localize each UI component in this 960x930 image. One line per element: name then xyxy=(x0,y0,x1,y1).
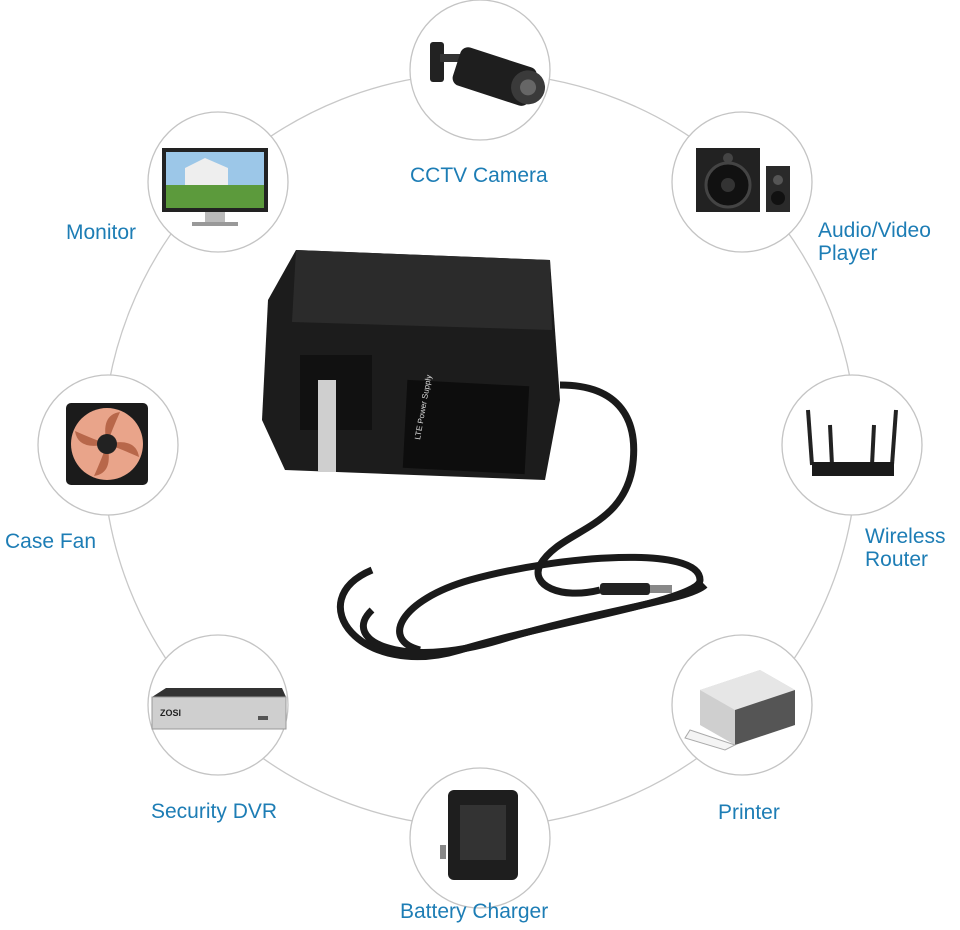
label-case-fan: Case Fan xyxy=(5,530,97,553)
label-printer: Printer xyxy=(718,801,780,824)
label-cctv-camera: CCTV Camera xyxy=(410,164,548,187)
label-security-dvr: Security DVR xyxy=(151,800,278,823)
case-fan-icon xyxy=(66,403,148,485)
label-audio-player: Player xyxy=(818,242,878,265)
printer-icon xyxy=(684,670,795,751)
power-adapter: LTE Power Supply xyxy=(262,250,708,660)
router-circle xyxy=(781,374,923,516)
speaker-icon xyxy=(696,148,790,212)
dvr-brand: ZOSI xyxy=(160,708,181,718)
label-audio-video: Audio/Video xyxy=(818,219,931,242)
label-battery-charger: Battery Charger xyxy=(400,900,549,923)
label-monitor: Monitor xyxy=(66,221,137,244)
router-icon xyxy=(806,409,898,476)
monitor-icon xyxy=(162,148,268,226)
battery-charger-icon xyxy=(440,790,518,880)
label-router: Router xyxy=(865,548,929,571)
cctv-camera-icon xyxy=(430,42,546,106)
dvr-icon: ZOSI xyxy=(151,688,287,730)
label-wireless: Wireless xyxy=(865,525,946,548)
